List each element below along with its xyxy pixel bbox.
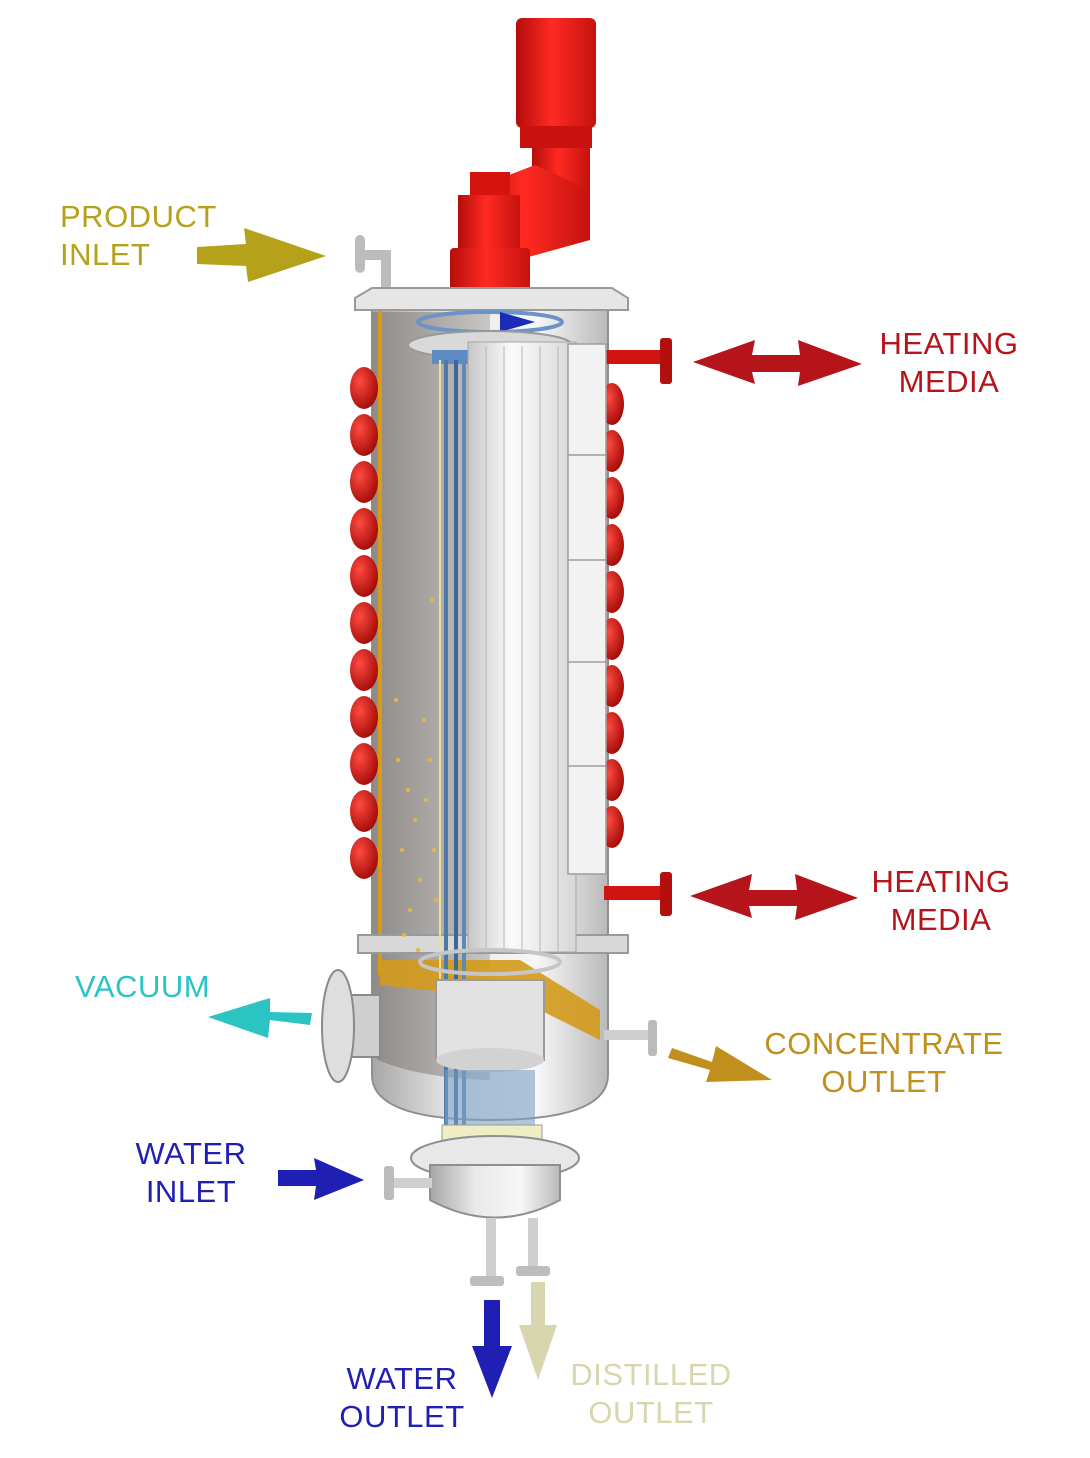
heating-media-top-label: HEATING MEDIA: [864, 325, 1034, 401]
heating-media-bottom-label-line1: HEATING: [856, 863, 1026, 901]
heating-media-top-label-line2: MEDIA: [864, 363, 1034, 401]
heating-jacket-left: [350, 367, 378, 879]
product-inlet-label-line2: INLET: [60, 236, 217, 274]
concentrate-outlet-label-line2: OUTLET: [744, 1063, 1024, 1101]
heating-media-bottom-arrow: [690, 874, 858, 920]
water-outlet-arrow: [472, 1300, 512, 1398]
distilled-outlet-arrow: [519, 1282, 557, 1380]
water-inlet-label: WATER INLET: [124, 1135, 258, 1211]
concentrate-outlet-label-line1: CONCENTRATE: [744, 1025, 1024, 1063]
product-inlet-label-line1: PRODUCT: [60, 198, 217, 236]
concentrate-nozzle: [604, 1020, 657, 1056]
product-inlet-label: PRODUCT INLET: [60, 198, 217, 274]
vacuum-arrow: [208, 998, 312, 1038]
distilled-outlet-label-line1: DISTILLED: [558, 1356, 744, 1394]
concentrate-outlet-label: CONCENTRATE OUTLET: [744, 1025, 1024, 1101]
heating-nozzle-bottom: [604, 872, 672, 916]
water-outlet-label-line1: WATER: [332, 1360, 472, 1398]
heating-media-top-label-line1: HEATING: [864, 325, 1034, 363]
heating-media-top-arrow: [693, 340, 862, 386]
water-inlet-label-line1: WATER: [124, 1135, 258, 1173]
vacuum-label: VACUUM: [75, 968, 210, 1006]
water-inlet-arrow: [278, 1158, 364, 1200]
drive-motor: [450, 18, 596, 326]
water-inlet-label-line2: INLET: [124, 1173, 258, 1211]
water-outlet-label-line2: OUTLET: [332, 1398, 472, 1436]
heating-media-bottom-label-line2: MEDIA: [856, 901, 1026, 939]
heating-media-bottom-label: HEATING MEDIA: [856, 863, 1026, 939]
vacuum-label-line1: VACUUM: [75, 968, 210, 1006]
distilled-outlet-label-line2: OUTLET: [558, 1394, 744, 1432]
heating-nozzle-top: [604, 338, 672, 384]
distilled-outlet-label: DISTILLED OUTLET: [558, 1356, 744, 1432]
water-outlet-label: WATER OUTLET: [332, 1360, 472, 1436]
